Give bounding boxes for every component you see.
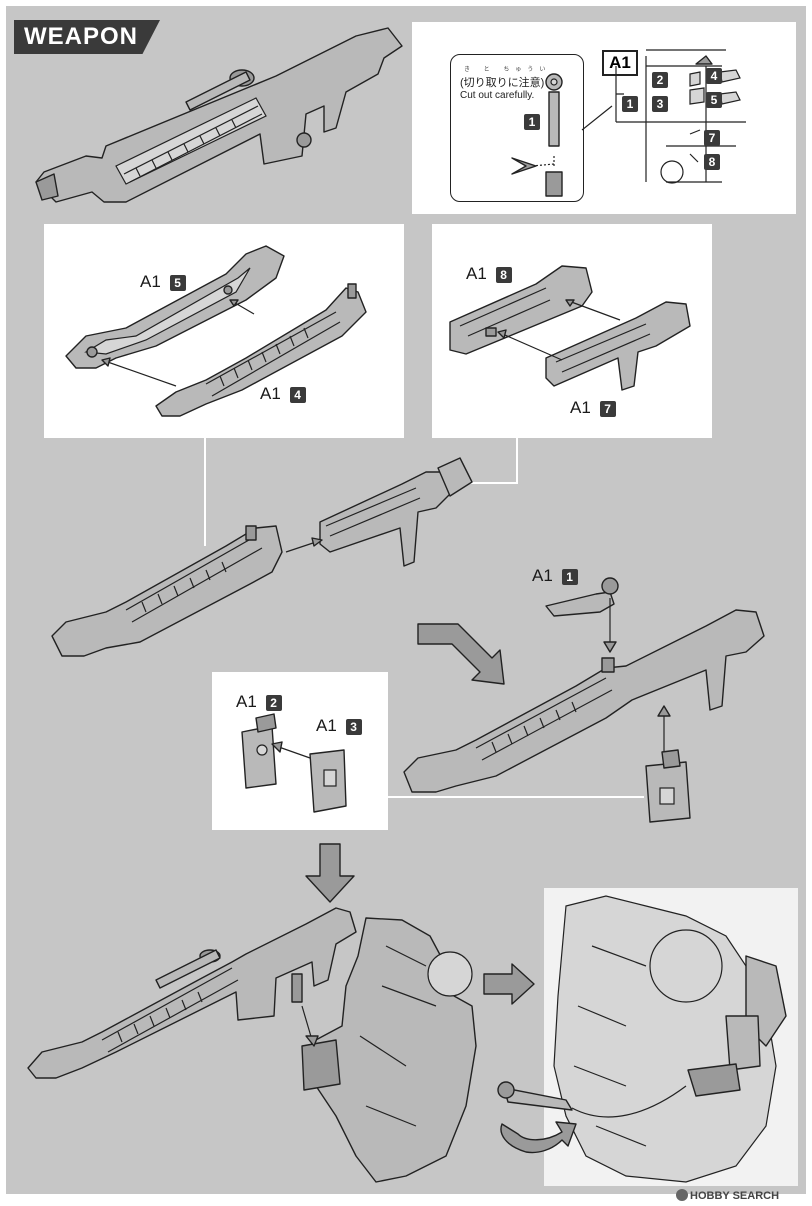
step2-parts-illustration	[449, 265, 691, 391]
section-title: WEAPON	[24, 23, 138, 50]
hobby-search-logo-icon	[676, 1189, 688, 1201]
connector-step2-h	[470, 482, 518, 484]
step1-label-5: A1 5	[140, 272, 186, 292]
step2-label-8: A1 8	[466, 264, 512, 284]
runner-frame	[615, 49, 746, 184]
runner-num-5: 5	[706, 92, 722, 108]
runner-num-2: 2	[652, 72, 668, 88]
connector-step4	[388, 796, 644, 798]
assembled-rifle-illustration-top	[35, 27, 403, 203]
step2-label-7: A1 7	[570, 398, 616, 418]
connector-step1	[204, 438, 206, 546]
runner-num-8: 8	[704, 154, 720, 170]
final-robot-illustration	[497, 895, 787, 1183]
connector-step2	[516, 438, 518, 484]
section-title-banner	[14, 20, 160, 54]
runner-num-7: 7	[704, 130, 720, 146]
step4-panel	[212, 672, 388, 830]
callout-pointer	[581, 105, 613, 131]
step3-assembly-illustration	[403, 577, 765, 823]
step3-label-1: A1 1	[532, 566, 578, 586]
mid-assembly-illustration	[51, 457, 473, 657]
callout-part-num: 1	[524, 114, 540, 130]
runner-num-4: 4	[706, 68, 722, 84]
thick-arrow-icon	[417, 623, 505, 685]
step4-parts-illustration	[241, 713, 347, 813]
step1-label-4: A1 4	[260, 384, 306, 404]
callout-part-diagram	[531, 73, 563, 197]
runner-num-3: 3	[652, 96, 668, 112]
step4-label-2: A1 2	[236, 692, 282, 712]
cut-note-jp: (切り取りに注意)	[460, 77, 545, 89]
instruction-page: WEAPON A1 2 1 3 4 5 7 8 き と ちゅうい (切り取りに注…	[6, 6, 806, 1202]
watermark-text: HOBBY SEARCH	[690, 1190, 780, 1202]
runner-tag: A1	[602, 50, 638, 76]
thick-arrow-down-icon	[305, 843, 355, 903]
nipper-icon	[511, 157, 537, 175]
thick-arrow-right-icon	[483, 963, 535, 1005]
bottom-assembly-illustration	[27, 907, 477, 1183]
runner-num-1: 1	[622, 96, 638, 112]
cut-note-en: Cut out carefully.	[460, 90, 535, 101]
step4-label-3: A1 3	[316, 716, 362, 736]
cut-note-ruby: き と ちゅうい	[464, 67, 552, 73]
step1-parts-illustration	[65, 245, 367, 417]
